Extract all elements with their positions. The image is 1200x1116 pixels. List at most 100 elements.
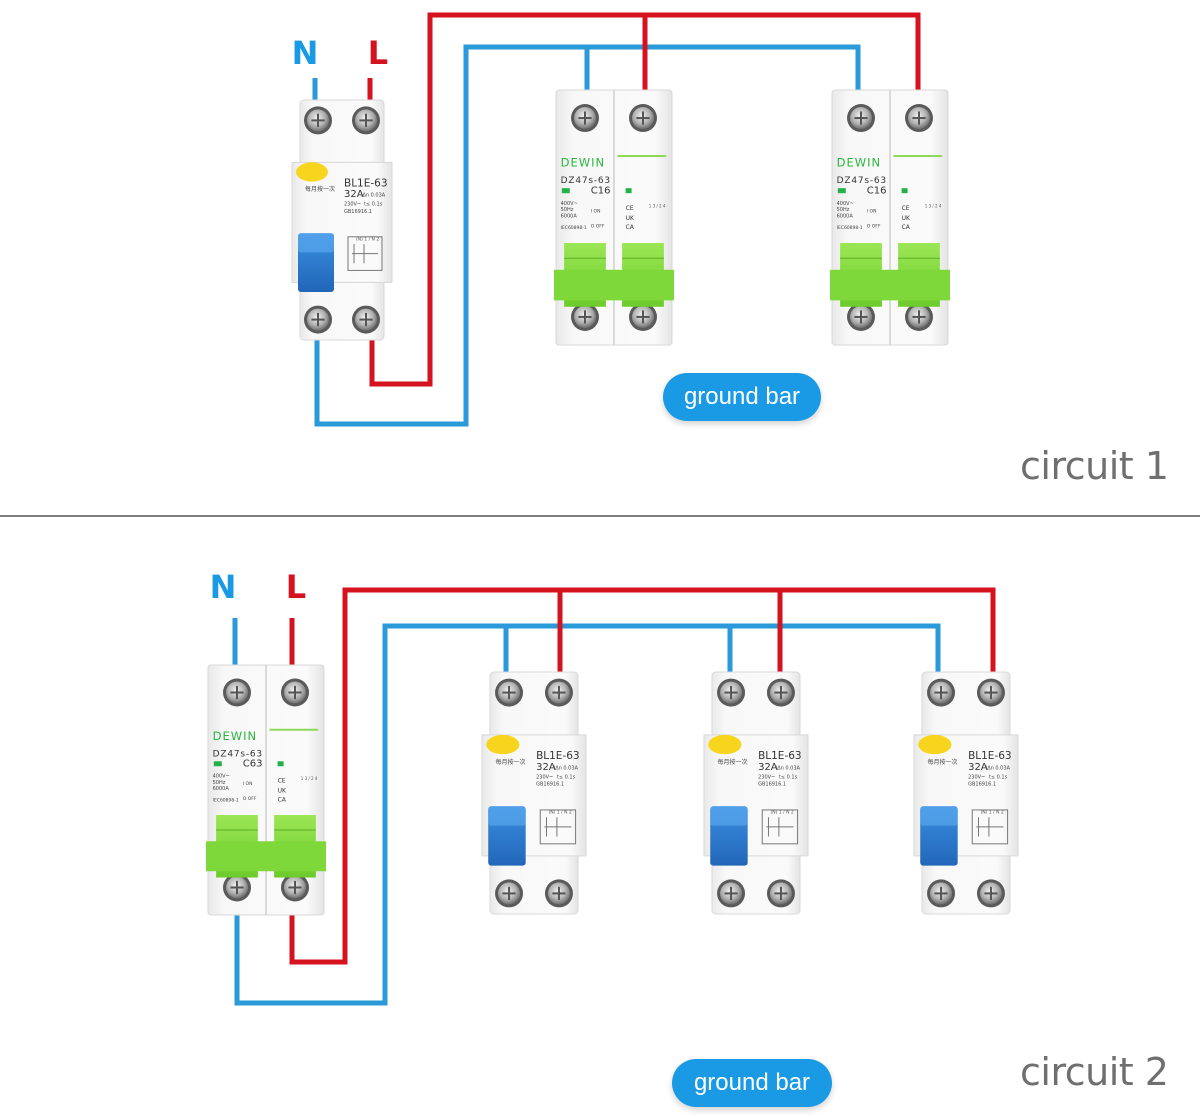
- c2-branch-rcd-2-voltage: 230V~: [758, 774, 775, 780]
- c1-main-rcd-rating: 32A: [344, 189, 364, 200]
- c2-main-mcb-model: DZ47s-63: [213, 749, 263, 759]
- c2-main-mcb-brand: DEWIN: [213, 729, 258, 743]
- c1-branch-mcb-1-indicator-left: [561, 188, 570, 194]
- c2-branch-rcd-1-model: BL1E-63: [536, 750, 580, 762]
- c1-branch-mcb-2-handle-bar: [830, 269, 950, 301]
- c2-branch-rcd-2-handle-top: [710, 806, 748, 826]
- c1-branch-mcb-2-brand: DEWIN: [837, 156, 882, 170]
- c1-branch-mcb-1-mark-ce: CE: [626, 205, 634, 212]
- c1-branch-mcb-2-indicator-left: [837, 188, 846, 194]
- c1-live-label: L: [368, 34, 388, 72]
- c2-branch-rcd-3-test-button: [918, 734, 952, 755]
- c2-branch-rcd-1-schematic-text: (N) 1 / N 2: [549, 810, 572, 816]
- c1-branch-mcb-1-spec-breaking: 6000A: [561, 214, 578, 220]
- c2-branch-rcd-2-model: BL1E-63: [758, 750, 802, 762]
- c2-main-mcb-mark-ce: CE: [278, 778, 286, 785]
- c1-main-rcd-trip-time: t≤ 0.1s: [364, 202, 383, 208]
- circuit1-title: circuit 1: [1020, 444, 1169, 488]
- c2-branch-rcd-3-sensitivity: IΔn 0.03A: [986, 766, 1011, 772]
- c1-branch-mcb-1-handle-bar: [554, 269, 674, 301]
- c2-branch-rcd-3-voltage: 230V~: [968, 774, 985, 780]
- c1-main-rcd-test-label: 每月按一次: [305, 185, 335, 193]
- c1-branch-mcb-1-rating: C16: [591, 185, 611, 196]
- c1-branch-mcb-1-stripe: [617, 155, 667, 158]
- c2-main-mcb-handle-bar: [206, 841, 326, 872]
- c2-branch-rcd-2-test-button: [708, 734, 742, 755]
- section-divider: [0, 515, 1200, 517]
- c1-main-rcd-sensitivity: IΔn 0.03A: [361, 193, 386, 199]
- c2-branch-rcd-1-trip-time: t≤ 0.1s: [557, 774, 576, 780]
- c1-branch-mcb-1-spec-voltage: 400V~: [561, 201, 578, 207]
- c2-branch-rcd-2-trip-time: t≤ 0.1s: [779, 774, 798, 780]
- c1-branch-mcb-2-stripe: [893, 155, 943, 158]
- c1-branch-mcb-2-standard: IEC60898-1: [837, 225, 863, 231]
- c2-main-mcb-spec-breaking: 6000A: [213, 786, 230, 792]
- c2-branch-rcd-3-test-label: 每月按一次: [928, 758, 958, 766]
- c1-branch-mcb-1-standard: IEC60898-1: [561, 225, 587, 231]
- c2-branch-rcd-2-schematic-text: (N) 1 / N 2: [771, 810, 794, 816]
- c2-branch-rcd-1-sensitivity: IΔn 0.03A: [554, 766, 579, 772]
- c2-branch-rcd-2-schematic: [761, 809, 799, 845]
- c2-branch-rcd-2-rating: 32A: [758, 762, 778, 773]
- c2-branch-rcd-1-test-button: [486, 734, 520, 755]
- c2-main-mcb-schematic-text: 1 3 / 2 4: [301, 776, 318, 781]
- c2-branch-rcd-3-schematic-lines: [976, 817, 1004, 837]
- c2-main-mcb-mark-uk: UK: [278, 788, 287, 795]
- c1-main-rcd-schematic-text: (N) 1 / N 2: [356, 236, 379, 242]
- c1-main-rcd-test-button: [296, 162, 328, 182]
- c2-branch-rcd-3-handle-top: [920, 806, 958, 826]
- c2-branch-rcd-1-test-label: 每月按一次: [496, 758, 526, 766]
- c1-branch-mcb-1-mark-ca: CA: [626, 224, 635, 231]
- c1-branch-mcb-1-off-label: O OFF: [591, 224, 605, 230]
- c1-neutral-label: N: [292, 34, 319, 72]
- c1-branch-mcb-2-mark-uk: UK: [902, 215, 911, 222]
- c1-branch-mcb-2-off-label: O OFF: [867, 224, 881, 230]
- c1-branch-mcb-1-indicator-right: [625, 188, 632, 194]
- c1-main-rcd-standard: GB16916.1: [344, 209, 372, 215]
- c2-branch-rcd-3-model: BL1E-63: [968, 750, 1012, 762]
- c2-live-bus: [289, 587, 996, 965]
- c1-main-rcd-voltage: 230V~: [344, 202, 361, 208]
- c1-main-rcd-handle-top: [298, 233, 334, 253]
- c1-branch-mcb-2-spec-voltage: 400V~: [837, 201, 854, 207]
- c2-main-mcb-standard: IEC60898-1: [213, 797, 239, 803]
- c2-branch-rcd-1-standard: GB16916.1: [536, 782, 564, 788]
- c2-branch-rcd-2-test-label: 每月按一次: [718, 758, 748, 766]
- c2-main-mcb-on-label: I ON: [243, 781, 253, 787]
- c2-branch-rcd-3-trip-time: t≤ 0.1s: [989, 774, 1008, 780]
- c2-branch-rcd-1-schematic: [539, 809, 577, 845]
- c2-branch-rcd-1-handle-top: [488, 806, 526, 826]
- c2-branch-rcd-1-rating: 32A: [536, 762, 556, 773]
- c2-main-mcb-rating: C63: [243, 758, 263, 769]
- c1-branch-mcb-2-indicator-right: [901, 188, 908, 194]
- c2-main-mcb-off-label: O OFF: [243, 796, 257, 802]
- c1-main-rcd-model: BL1E-63: [344, 177, 388, 189]
- c1-branch-mcb-1-model: DZ47s-63: [561, 176, 611, 186]
- circuit2-title: circuit 2: [1020, 1050, 1169, 1094]
- c1-branch-mcb-2-mark-ca: CA: [902, 224, 911, 231]
- c2-branch-rcd-1-voltage: 230V~: [536, 774, 553, 780]
- c1-branch-mcb-1-brand: DEWIN: [561, 156, 606, 170]
- c1-main-rcd-schematic: [347, 236, 383, 271]
- c1-branch-mcb-2-on-label: I ON: [867, 208, 877, 214]
- c2-live-label: L: [286, 568, 306, 606]
- circuit1-ground-bar: ground bar: [663, 373, 821, 421]
- c2-main-mcb-mark-ca: CA: [278, 796, 287, 803]
- c2-branch-rcd-1-schematic-lines: [544, 817, 572, 837]
- c2-main-mcb-stripe: [269, 728, 319, 731]
- c1-branch-mcb-2-schematic-text: 1 3 / 2 4: [925, 203, 942, 208]
- c1-branch-mcb-1-mark-uk: UK: [626, 215, 635, 222]
- c2-branch-rcd-2-standard: GB16916.1: [758, 782, 786, 788]
- c2-neutral-bus: [234, 623, 941, 1006]
- c1-branch-mcb-2-model: DZ47s-63: [837, 176, 887, 186]
- c2-branch-rcd-2-sensitivity: IΔn 0.03A: [776, 766, 801, 772]
- c1-branch-mcb-2-spec-frequency: 50Hz: [837, 207, 850, 213]
